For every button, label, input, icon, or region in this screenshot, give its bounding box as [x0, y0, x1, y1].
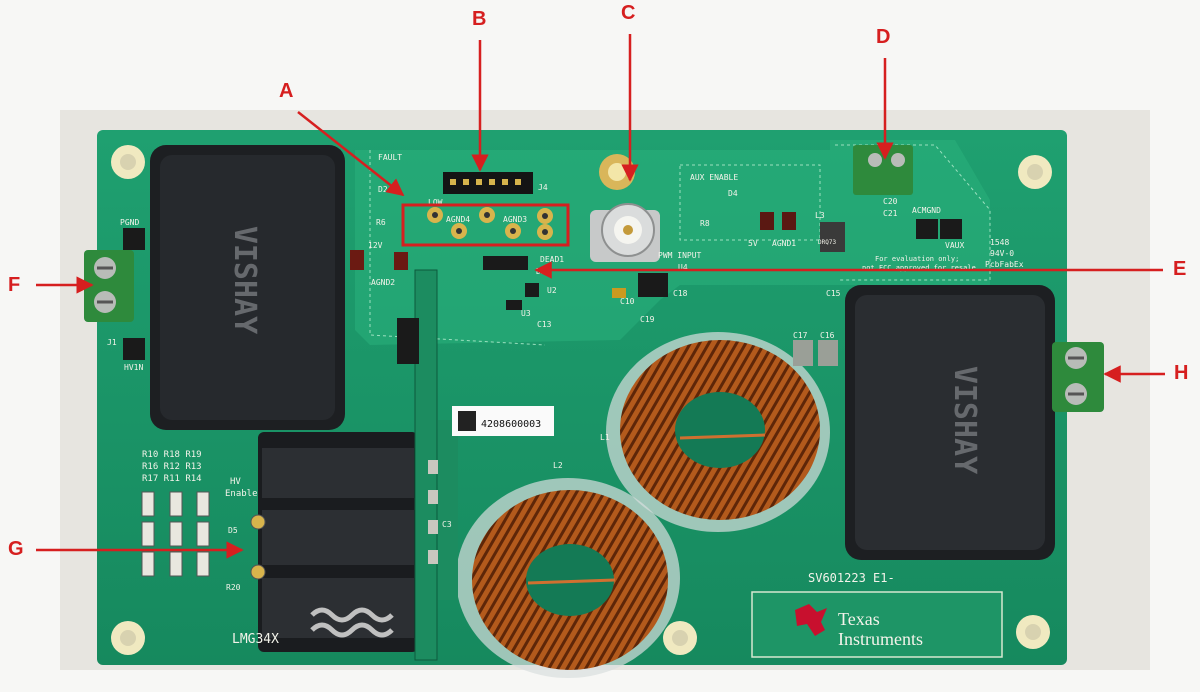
callout-label-e: E — [1173, 258, 1187, 280]
silk-5v: 5V — [748, 239, 758, 248]
callout-label-h: H — [1174, 362, 1189, 384]
silk-c18: C18 — [673, 289, 688, 298]
test-point-highlight-box — [401, 203, 570, 247]
callout-arrows — [36, 34, 1165, 559]
silk-resistor-row-2: R16 R12 R13 — [142, 462, 202, 472]
silk-resistor-row-3: R17 R11 R14 — [142, 474, 202, 484]
aux-section-outline — [679, 164, 821, 241]
silk-u4: U4 — [678, 263, 688, 272]
silk-hv1n: HV1N — [124, 363, 143, 372]
silk-resistor-row-1: R10 R18 R19 — [142, 450, 202, 460]
bnc-connector — [590, 203, 660, 262]
silk-u2: U2 — [547, 286, 557, 295]
silk-j4: J4 — [538, 183, 548, 192]
vishay-inductor-right: VISHAY — [845, 285, 1055, 560]
silk-u3: U3 — [521, 309, 531, 318]
pin-header-j4 — [443, 172, 533, 194]
silk-fab-3: PcbFabEx — [985, 260, 1024, 269]
mounting-holes — [111, 145, 1052, 655]
screw-terminal-top — [853, 145, 913, 195]
test-points-row — [427, 207, 553, 240]
silk-agnd2: AGND2 — [371, 278, 395, 287]
silk-pwm-input: PWM INPUT — [658, 251, 702, 260]
vishay-label-right: VISHAY — [947, 366, 982, 474]
silk-hv-enable-1: HV — [230, 477, 241, 487]
silk-pgnd: PGND — [120, 218, 139, 227]
ti-name-line2: Instruments — [838, 629, 923, 649]
silk-c10: C10 — [620, 297, 635, 306]
silk-c16: C16 — [820, 331, 835, 340]
silk-dead: DEAD1 — [540, 255, 564, 264]
callout-label-g: G — [8, 538, 24, 560]
silk-c20: C20 — [883, 197, 898, 206]
silk-vaux: VAUX — [945, 241, 964, 250]
ti-name-line1: Texas — [838, 609, 880, 629]
barcode-number: 4208600003 — [481, 419, 541, 430]
silk-lmg: LMG34X — [232, 632, 279, 647]
silk-d5: D5 — [228, 526, 238, 535]
silk-c21: C21 — [883, 209, 898, 218]
silk-hv-enable-2: Enable — [225, 489, 258, 499]
silk-aux-enable: AUX ENABLE — [690, 173, 738, 182]
silk-fab-1: 1548 — [990, 238, 1009, 247]
silk-l3: L3 — [815, 211, 825, 220]
screw-terminal-right — [1052, 342, 1104, 412]
silk-r8: R8 — [700, 219, 710, 228]
vishay-inductor-left: VISHAY — [150, 145, 345, 430]
silk-board-id: SV601223 E1- — [808, 571, 895, 585]
silk-fab-2: 94V-0 — [990, 249, 1014, 258]
silk-eval-1: For evaluation only; — [875, 255, 959, 263]
silk-agnd4: AGND4 — [446, 215, 470, 224]
spring — [310, 607, 394, 638]
callout-arrow-a — [297, 111, 405, 197]
silk-l1: L1 — [600, 433, 610, 442]
silk-r20: R20 — [226, 583, 241, 592]
toroid-coil-l2 — [456, 478, 680, 678]
callout-label-a: A — [279, 80, 294, 102]
silk-low: LOW — [428, 198, 443, 207]
callout-label-c: C — [621, 2, 636, 24]
silk-12v: 12V — [368, 241, 383, 250]
silk-r6: R6 — [376, 218, 386, 227]
silk-eval-2: not FCC approved for resale. — [862, 264, 980, 272]
silk-agnd3: AGND3 — [503, 215, 527, 224]
callout-label-f: F — [8, 274, 21, 296]
section-outline — [369, 150, 546, 346]
toroid-coil-l1 — [606, 332, 830, 532]
silk-c13: C13 — [537, 320, 552, 329]
callout-label-d: D — [876, 26, 891, 48]
silk-c3: C3 — [442, 520, 452, 529]
silk-agnd1: AGND1 — [772, 239, 796, 248]
silk-c19: C19 — [640, 315, 655, 324]
small-components — [123, 212, 962, 366]
silk-fault: FAULT — [378, 153, 402, 162]
texas-instruments-logo: Texas Instruments — [751, 591, 1003, 658]
silk-acmgnd: ACMGND — [912, 206, 941, 215]
silk-d4: D4 — [728, 189, 738, 198]
silk-l2: L2 — [553, 461, 563, 470]
silk-c15: C15 — [826, 289, 841, 298]
silk-drq: DRQ73 — [818, 239, 836, 246]
vishay-label-left: VISHAY — [227, 226, 262, 334]
silk-dis: DIS — [536, 267, 551, 276]
silk-c17: C17 — [793, 331, 808, 340]
resistor-array — [141, 491, 266, 580]
silk-d2: D2 — [378, 185, 388, 194]
silk-j1: J1 — [107, 338, 117, 347]
silkscreen-labels: FAULT D2 R6 12V AGND2 AGND4 AGND3 LOW J4… — [107, 153, 1024, 647]
barcode-sticker: 4208600003 — [452, 406, 554, 436]
callout-label-b: B — [472, 8, 487, 30]
power-stage-module — [258, 269, 458, 661]
screw-terminal-left — [84, 250, 134, 322]
